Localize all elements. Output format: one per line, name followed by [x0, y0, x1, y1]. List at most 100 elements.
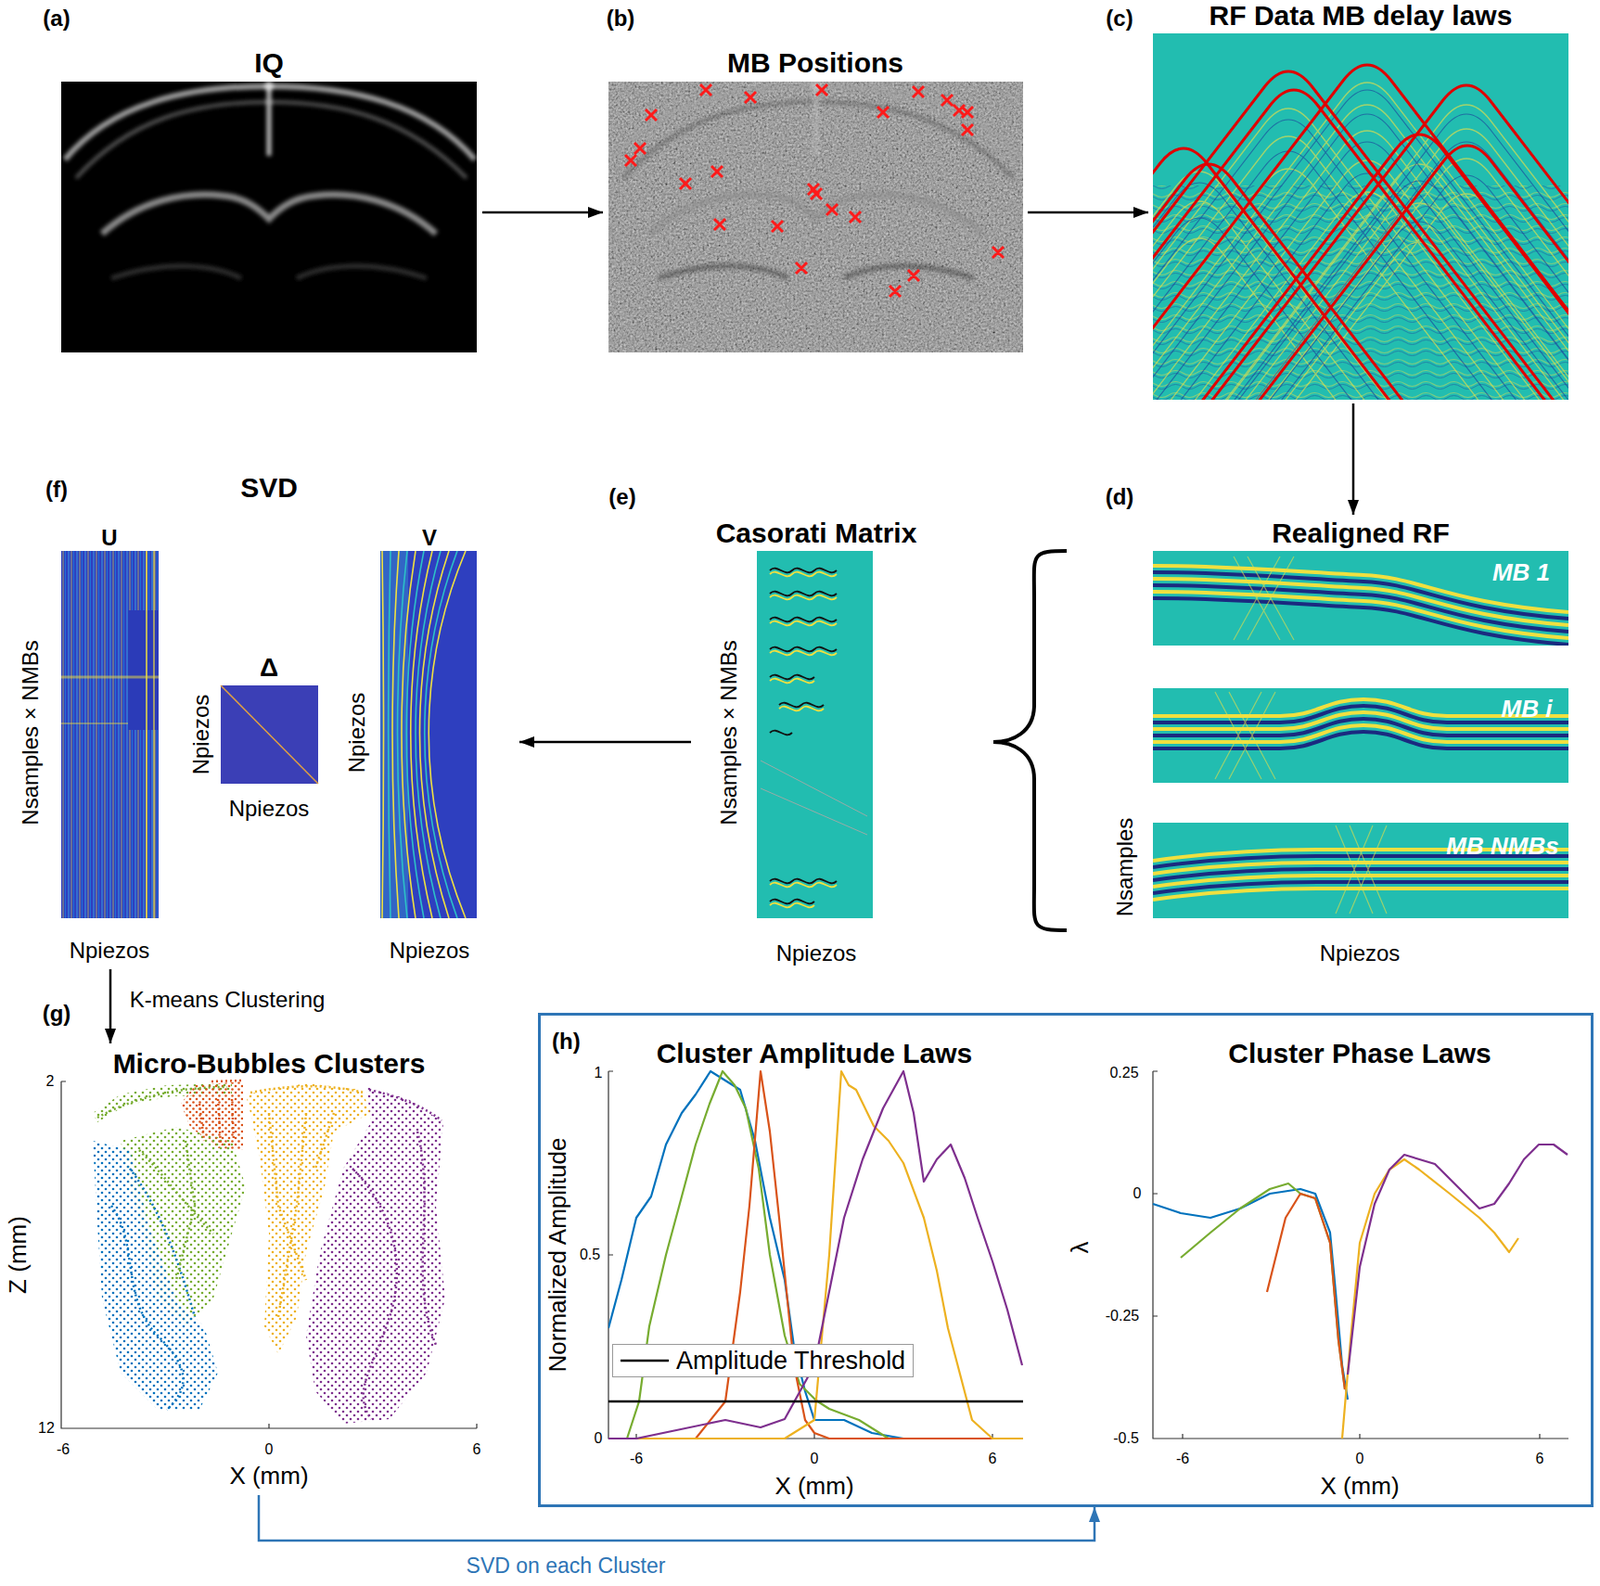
- casorati-matrix-image-part-part: [769, 591, 837, 597]
- casorati-matrix-image-part: [760, 760, 868, 835]
- legend-swatch: [620, 1354, 669, 1368]
- rf-data-image-part-part: [1152, 134, 1569, 400]
- svd-matrices-part-part: [428, 550, 466, 919]
- arrow-connector: [109, 969, 113, 1044]
- tick-label: -6: [1176, 1450, 1190, 1468]
- svd-matrices: [61, 550, 477, 919]
- edge-label: SVD on each Cluster: [463, 1553, 669, 1579]
- casorati-matrix-image-part-part: [779, 706, 824, 712]
- panel-letter: (b): [606, 5, 636, 32]
- casorati-matrix-image-part: [769, 572, 837, 909]
- amplitude-plot: [608, 1071, 1024, 1439]
- axis-label: X (mm): [774, 1472, 854, 1501]
- casorati-matrix-image-part-part: [769, 568, 837, 574]
- rf-data-image-part-part: [1152, 114, 1569, 400]
- svd-matrices-part: [61, 722, 128, 725]
- realigned-rf-strips-part-part: [1152, 688, 1569, 783]
- tick-label: 2: [46, 1073, 55, 1090]
- casorati-matrix-image-part-part: [769, 678, 815, 684]
- svd-matrices-part: [61, 550, 159, 919]
- svd-matrices-part-part: [401, 550, 416, 919]
- cluster-scatter-part: [92, 1140, 218, 1410]
- tick-label: 6: [1536, 1450, 1545, 1468]
- cluster-scatter: [61, 1080, 477, 1429]
- amplitude-plot-part-part: [608, 1071, 1023, 1439]
- matrix-name: Δ: [259, 652, 279, 683]
- casorati-matrix-image-part: [756, 550, 873, 919]
- panel-letter: (h): [551, 1028, 581, 1055]
- amplitude-plot-part-part: [608, 1071, 1024, 1439]
- iq-image-part: [64, 81, 475, 279]
- svd-matrices-part-part: [388, 550, 391, 919]
- amplitude-plot-part-part: [608, 1071, 1024, 1439]
- casorati-matrix-image-part-part: [769, 730, 793, 736]
- mb-positions-image-part: [625, 84, 1004, 297]
- casorati-matrix-image-part-part: [769, 617, 837, 623]
- realigned-rf-strips-part: [1152, 550, 1569, 646]
- axis-label: Nsamples: [1112, 818, 1139, 918]
- axis-label: Npiezos: [1319, 940, 1401, 967]
- svd-matrices-part-part: [380, 550, 477, 919]
- figure-panel: MB Positions: [602, 44, 1028, 358]
- legend-text: Amplitude Threshold: [676, 1346, 906, 1375]
- arrow-connector: [1027, 211, 1149, 215]
- panel-letter: (a): [42, 5, 70, 32]
- panel-letter: (e): [608, 484, 636, 511]
- panel-title: RF Data MB delay laws: [1209, 0, 1513, 32]
- amplitude-plot-part-part: [608, 1071, 1024, 1439]
- edge-label: K-means Clustering: [127, 986, 329, 1013]
- axis-label: X (mm): [1319, 1472, 1399, 1501]
- casorati-matrix-image-part-part: [769, 595, 837, 601]
- rf-data-image-part: [1152, 82, 1569, 400]
- rf-data-image: [1152, 33, 1569, 400]
- strip-label: MB 1: [1492, 559, 1550, 588]
- axis-label: Nsamples × NMBs: [17, 640, 44, 825]
- axis-label: Npiezos: [389, 937, 471, 964]
- realigned-rf-strips-part-part: [1152, 888, 1569, 900]
- figure-panel: RF Data MB delay laws: [1148, 0, 1574, 404]
- cluster-scatter-part-part: [199, 1080, 244, 1146]
- tick-label: 0: [810, 1450, 820, 1468]
- tick-label: 12: [38, 1420, 55, 1437]
- axis-label: X (mm): [229, 1462, 308, 1491]
- phase-plot-part: [1152, 1071, 1569, 1439]
- panel-title: Casorati Matrix: [716, 517, 918, 550]
- cluster-scatter-part: [306, 1087, 446, 1424]
- cluster-scatter-part: [61, 1081, 477, 1429]
- svd-matrices-part: [220, 685, 319, 784]
- legend-box: Amplitude Threshold: [612, 1344, 914, 1378]
- realigned-rf-strips-part-part: [1215, 691, 1276, 780]
- figure-panel: IQ: [55, 44, 483, 358]
- svd-matrices-part-part: [382, 550, 384, 919]
- casorati-matrix-image-part-part: [769, 879, 837, 884]
- iq-image: [61, 81, 477, 353]
- axis-label: Npiezos: [188, 694, 215, 776]
- panel-frame: (h)Cluster Amplitude LawsCluster Phase L…: [537, 1012, 1594, 1508]
- rf-data-image-part-part: [1152, 164, 1569, 400]
- panel-title: IQ: [254, 47, 284, 79]
- phase-plot-part: [1342, 1159, 1519, 1439]
- svd-matrices-part: [220, 685, 319, 784]
- strip-label: MB i: [1501, 695, 1553, 724]
- chart-panel: Cluster Amplitude Laws: [579, 1034, 1050, 1498]
- realigned-rf-strips-part-part: [1233, 556, 1294, 640]
- realigned-rf-strips-part-part: [1152, 550, 1569, 646]
- axis-label: Npiezos: [229, 795, 310, 822]
- cluster-scatter-part: [97, 1080, 442, 1420]
- realigned-rf-strips-part-part: [1152, 598, 1569, 645]
- amplitude-plot-part: [608, 1071, 1024, 1439]
- figure-panel: Micro-Bubbles Clusters: [18, 1043, 520, 1496]
- axis-label: Npiezos: [344, 692, 371, 774]
- rf-data-image-part-part: [1152, 148, 1569, 400]
- rf-data-image-part: [1152, 64, 1569, 400]
- tick-label: -0.5: [1113, 1430, 1140, 1447]
- amplitude-plot-part: [608, 1071, 1024, 1439]
- figure-panel: SVD: [18, 471, 520, 970]
- casorati-matrix-image-part-part: [769, 572, 837, 577]
- amplitude-plot-part: [608, 1400, 1024, 1404]
- mb-positions-image-part: [608, 81, 1024, 353]
- axis-label: Npiezos: [69, 937, 151, 964]
- panel-title: Cluster Amplitude Laws: [656, 1037, 973, 1070]
- amplitude-plot-part-part: [608, 1071, 1024, 1439]
